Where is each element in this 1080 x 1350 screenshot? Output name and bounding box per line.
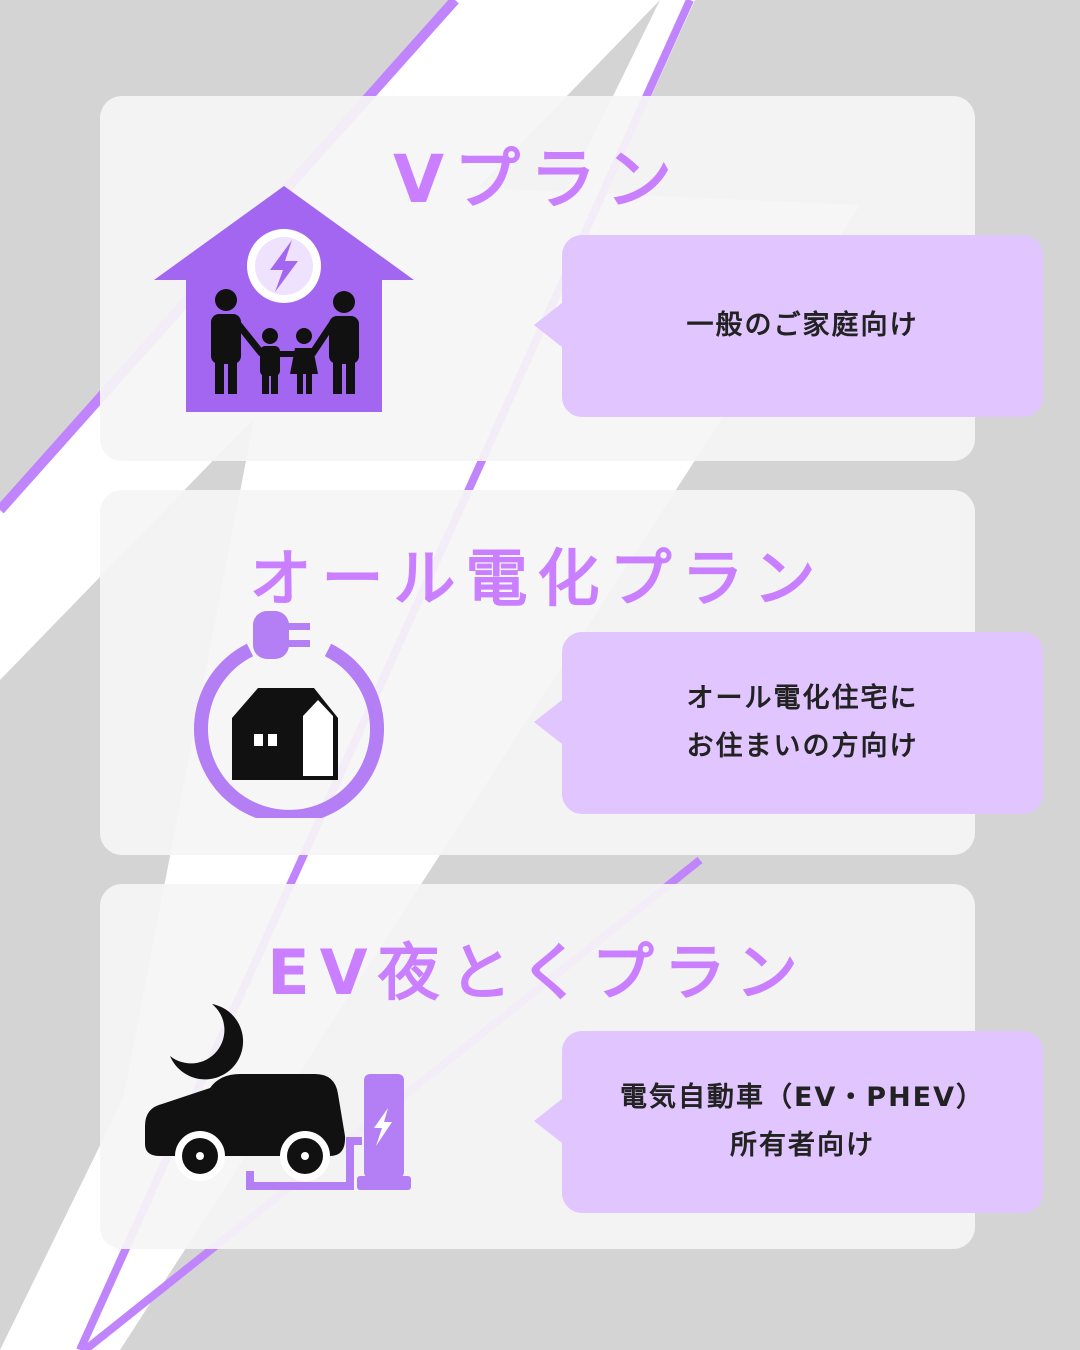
plan-card-all-electric: オール電化プラン オール電化住宅に お住まいの方向け: [100, 490, 1043, 855]
plug-house-icon: [194, 611, 384, 818]
plan-title: オール電化プラン: [249, 542, 826, 615]
plan-description-bubble: オール電化住宅に お住まいの方向け: [534, 632, 1043, 814]
plan-description-line: 所有者向け: [729, 1130, 875, 1161]
plan-card-ev: EV夜とくプラン 電気自動車（EV・PHEV） 所有者向け: [100, 884, 1043, 1249]
plan-description-line: 一般のご家庭向け: [686, 310, 919, 341]
plan-description-line: オール電化住宅に: [686, 683, 919, 714]
plan-title: EV夜とくプラン: [267, 936, 808, 1009]
plan-description-line: 電気自動車（EV・PHEV）: [619, 1082, 986, 1113]
plan-description-bubble: 一般のご家庭向け: [534, 235, 1043, 417]
plan-title: Vプラン: [392, 141, 683, 218]
family-house-icon: [154, 186, 414, 412]
plan-description-bubble: 電気自動車（EV・PHEV） 所有者向け: [534, 1031, 1043, 1213]
plan-card-v: Vプラン 一般のご家庭向け: [100, 96, 1043, 461]
plan-description-line: お住まいの方向け: [686, 731, 919, 762]
ev-charging-car-icon: [145, 1004, 411, 1190]
